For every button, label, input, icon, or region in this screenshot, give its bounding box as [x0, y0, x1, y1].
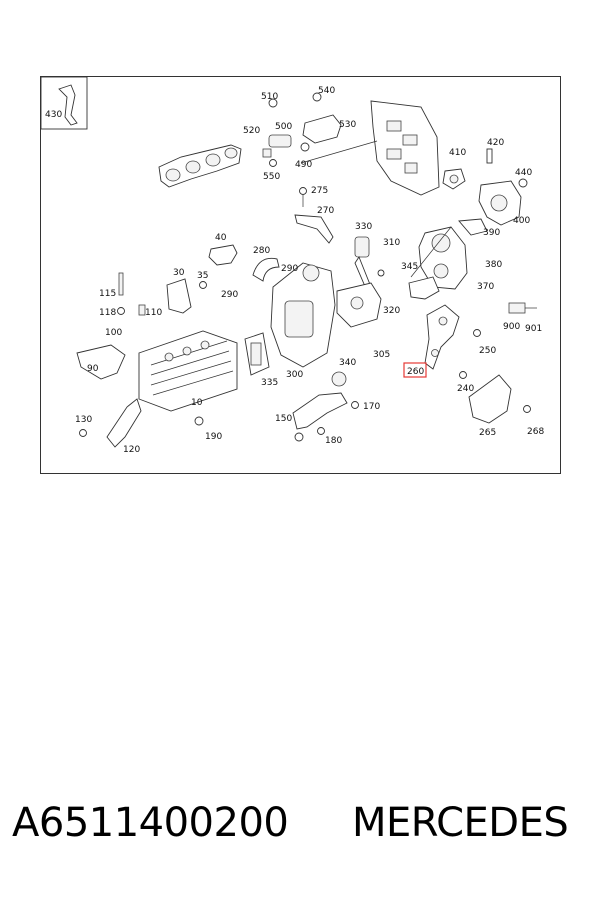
callout-label: 270 — [317, 206, 334, 216]
callout-label: 430 — [45, 110, 62, 120]
callout-label: 35 — [197, 271, 208, 281]
callout-label: 305 — [373, 350, 390, 360]
callout-label: 540 — [318, 86, 335, 96]
cylinder-head-plate — [300, 100, 440, 196]
callout-label: 340 — [339, 358, 356, 368]
callout-label: 150 — [275, 414, 292, 424]
callout-label: 390 — [483, 228, 500, 238]
exploded-parts-diagram: 430 510 540 530 520 500 490 550 410 420 … — [40, 76, 561, 474]
gasket-335 — [244, 332, 270, 376]
pipe-150 — [292, 371, 348, 442]
callout-label: 130 — [75, 415, 92, 425]
callout-label: 275 — [311, 186, 328, 196]
part-number: A6511400200 — [12, 800, 289, 846]
callout-label: 120 — [123, 445, 140, 455]
bolt-240 — [459, 371, 467, 379]
callout-label: 300 — [286, 370, 303, 380]
heat-shield-265 — [468, 374, 531, 424]
callout-label: 510 — [261, 92, 278, 102]
diagram-canvas: 430 510 540 530 520 500 490 550 410 420 … — [41, 77, 544, 455]
bolt-170 — [351, 401, 359, 409]
callout-label: 410 — [449, 148, 466, 158]
callout-label: 260 — [407, 367, 424, 377]
bolt-250 — [473, 329, 481, 337]
callout-label: 440 — [515, 168, 532, 178]
callout-label: 180 — [325, 436, 342, 446]
callout-label: 115 — [99, 289, 116, 299]
bracket-260 — [424, 304, 460, 370]
callout-label: 40 — [215, 233, 227, 243]
callout-label: 10 — [191, 398, 203, 408]
inset-bracket-part — [58, 84, 78, 126]
highlight-box-260 — [403, 362, 427, 378]
egr-cooler — [138, 330, 238, 412]
callout-label: 118 — [99, 308, 116, 318]
callout-label: 900 — [503, 322, 520, 332]
callout-label: 370 — [477, 282, 494, 292]
bracket-345 — [408, 276, 440, 300]
turbo-oil-line-parts — [262, 92, 342, 167]
callout-label: 330 — [355, 222, 372, 232]
callout-label: 530 — [339, 120, 356, 130]
callout-label: 190 — [205, 432, 222, 442]
turbocharger-body — [270, 262, 382, 368]
callout-label: 265 — [479, 428, 496, 438]
bracket-270 — [294, 187, 334, 244]
callout-label: 335 — [261, 378, 278, 388]
callout-label: 345 — [401, 262, 418, 272]
bracket-90 — [76, 344, 126, 380]
callout-label: 90 — [87, 364, 99, 374]
callout-label: 280 — [253, 246, 270, 256]
bolt-115 — [117, 272, 146, 316]
bolt-900 — [508, 302, 537, 314]
turbo-housing-right — [442, 148, 528, 226]
bracket-30 — [166, 278, 207, 314]
callout-label: 310 — [383, 238, 400, 248]
brand-name: MERCEDES — [352, 800, 569, 846]
callout-label: 550 — [263, 172, 280, 182]
callout-label: 290 — [221, 290, 238, 300]
bolt-180 — [317, 427, 325, 435]
callout-label: 240 — [457, 384, 474, 394]
callout-label: 520 — [243, 126, 260, 136]
callout-label: 500 — [275, 122, 292, 132]
callout-label: 268 — [527, 427, 544, 437]
egr-valve-assembly — [410, 218, 488, 290]
callout-label: 170 — [363, 402, 380, 412]
callout-label: 901 — [525, 324, 542, 334]
callout-labels: 430 510 540 530 520 500 490 550 410 420 … — [45, 86, 544, 455]
inset-box — [41, 77, 88, 130]
callout-label: 250 — [479, 346, 496, 356]
bolt-190 — [194, 416, 204, 426]
clamp-40 — [208, 244, 238, 266]
callout-label: 490 — [295, 160, 312, 170]
callout-label: 110 — [145, 308, 162, 318]
callout-label: 320 — [383, 306, 400, 316]
exhaust-manifold — [158, 144, 242, 188]
callout-label: 30 — [173, 268, 185, 278]
callout-label: 400 — [513, 216, 530, 226]
callout-label: 290 — [281, 264, 298, 274]
callout-label: 100 — [105, 328, 122, 338]
callout-label: 380 — [485, 260, 502, 270]
callout-label: 420 — [487, 138, 504, 148]
hose-280 — [252, 257, 280, 282]
bracket-120 — [79, 398, 142, 448]
